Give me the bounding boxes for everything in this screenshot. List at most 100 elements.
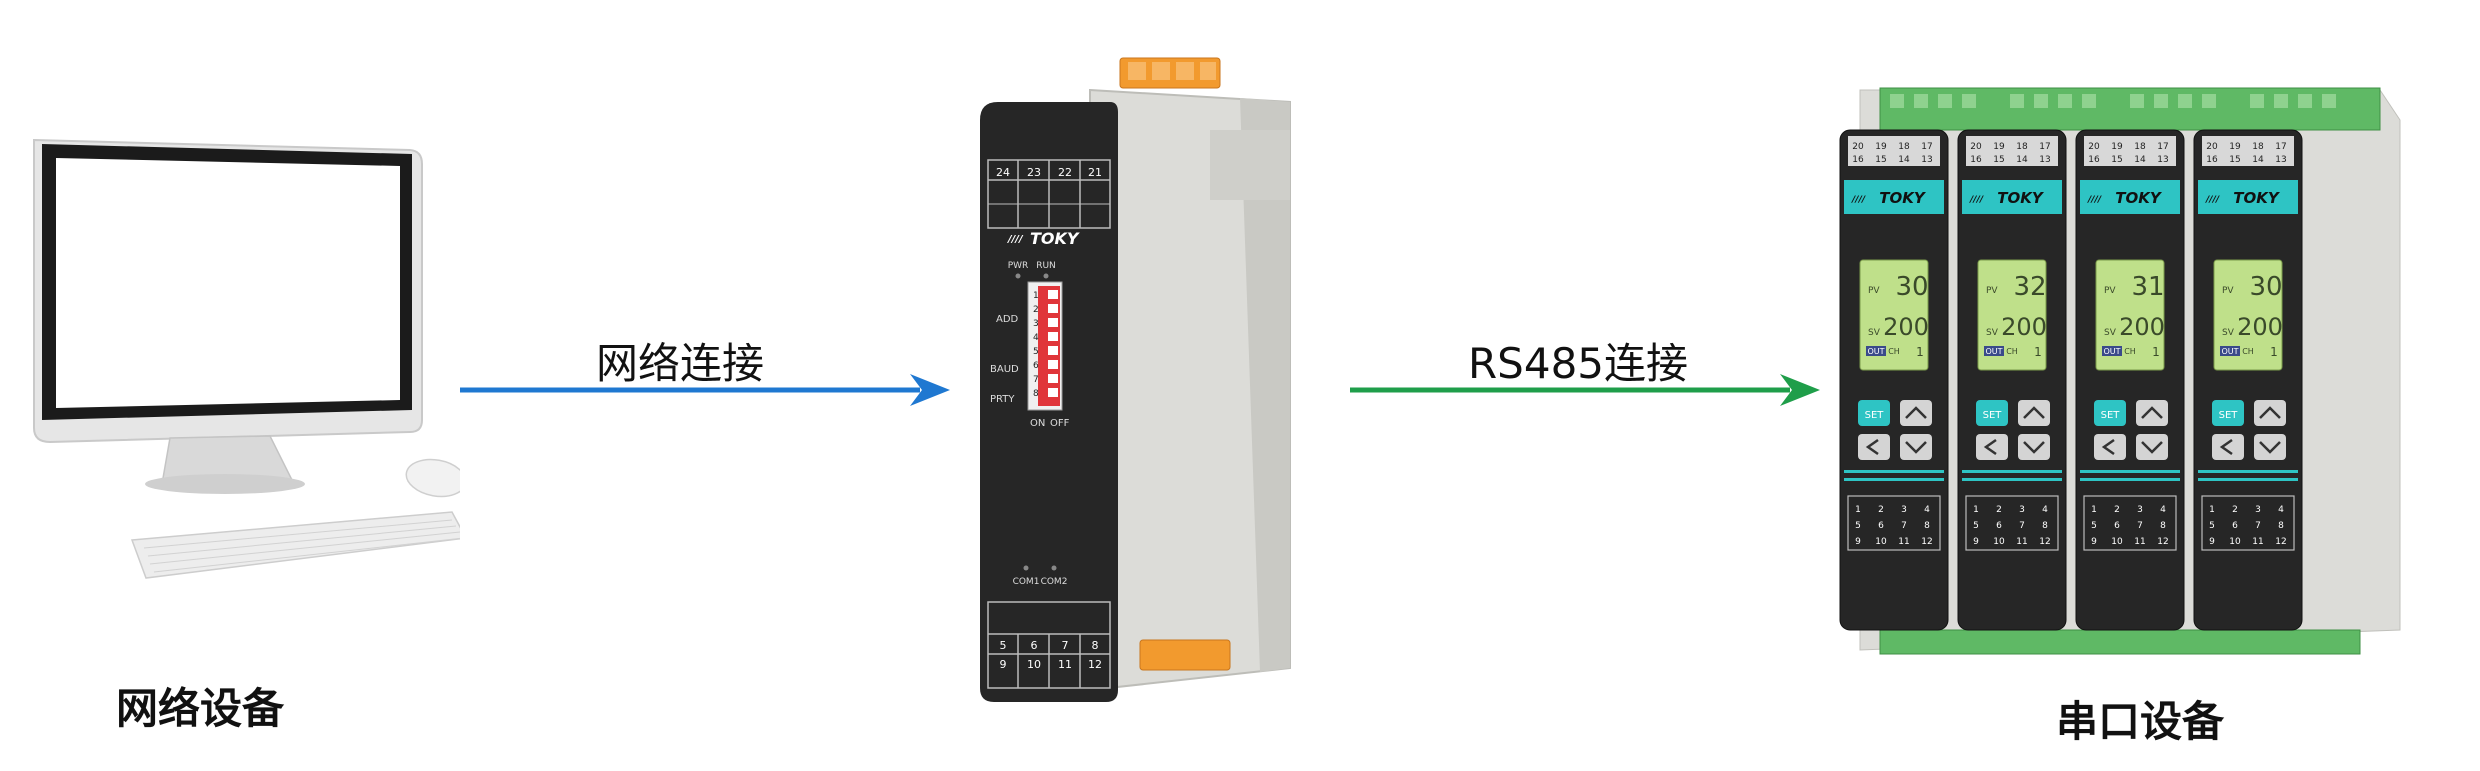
top-terminal-block bbox=[1119, 57, 1221, 89]
mouse bbox=[405, 458, 460, 498]
label-text: 2 bbox=[2114, 505, 2120, 515]
rs485-link-label: RS485连接 bbox=[1468, 339, 1689, 388]
set-button[interactable]: SET bbox=[2212, 400, 2244, 426]
dip-label-prty: PRTY bbox=[990, 394, 1015, 405]
label-text: 30 bbox=[2249, 272, 2282, 302]
set-button[interactable]: SET bbox=[1858, 400, 1890, 426]
label-text: 1 bbox=[2091, 505, 2097, 515]
label-text: SET bbox=[1865, 410, 1885, 421]
label-text: 3 bbox=[1901, 505, 1907, 515]
label-text: 3 bbox=[2137, 505, 2143, 515]
left-arrow-icon[interactable] bbox=[1976, 434, 2008, 460]
up-arrow-icon[interactable] bbox=[2018, 400, 2050, 426]
label-text: 7 bbox=[1901, 521, 1907, 531]
label-text: CH bbox=[2242, 347, 2254, 356]
svg-text:1: 1 bbox=[1033, 291, 1039, 301]
label-text: OUT bbox=[2103, 347, 2120, 356]
label-text: 13 bbox=[2275, 155, 2286, 165]
label-text: 1 bbox=[2034, 345, 2042, 359]
label-text: 20 bbox=[2206, 142, 2218, 152]
com2-led bbox=[1051, 565, 1057, 571]
up-arrow-icon[interactable] bbox=[1900, 400, 1932, 426]
label-text: 1 bbox=[2152, 345, 2160, 359]
label-text: 9 bbox=[1855, 537, 1861, 547]
label-text: SV bbox=[1986, 328, 1999, 338]
terminal-label: 21 bbox=[1088, 166, 1102, 179]
label-text: 1 bbox=[1916, 345, 1924, 359]
dip-switch[interactable]: 1 2 3 4 5 6 7 8 bbox=[1027, 281, 1063, 411]
terminal-label: 24 bbox=[996, 166, 1010, 179]
label-text: 19 bbox=[1993, 142, 2005, 152]
label-text: 5 bbox=[2091, 521, 2097, 531]
label-text: 200 bbox=[2001, 313, 2047, 341]
rs485-arrow bbox=[1350, 374, 1820, 406]
down-arrow-icon[interactable] bbox=[1900, 434, 1932, 460]
down-arrow-icon[interactable] bbox=[2136, 434, 2168, 460]
svg-text:8: 8 bbox=[1092, 639, 1099, 652]
svg-text:7: 7 bbox=[1033, 375, 1039, 385]
terminal-label: 22 bbox=[1058, 166, 1072, 179]
label-text: 6 bbox=[2114, 521, 2120, 531]
brand-band bbox=[1962, 180, 2062, 214]
label-text: 17 bbox=[2275, 142, 2286, 152]
label-text: 9 bbox=[2091, 537, 2097, 547]
label-text: 15 bbox=[1993, 155, 2004, 165]
label-text: 11 bbox=[2016, 537, 2027, 547]
label-text: 16 bbox=[2088, 155, 2100, 165]
set-button[interactable]: SET bbox=[2094, 400, 2126, 426]
brand-band bbox=[1844, 180, 1944, 214]
left-arrow-icon[interactable] bbox=[2212, 434, 2244, 460]
label-text: 7 bbox=[2255, 521, 2261, 531]
brand-text: TOKY bbox=[2115, 189, 2163, 207]
label-text: 8 bbox=[1924, 521, 1930, 531]
toky-logo: //// TOKY bbox=[1007, 229, 1080, 248]
label-text: 17 bbox=[2157, 142, 2168, 152]
label-text: 8 bbox=[2042, 521, 2048, 531]
label-text: 3 bbox=[2255, 505, 2261, 515]
label-text: 1 bbox=[1855, 505, 1861, 515]
label-text: 2 bbox=[1996, 505, 2002, 515]
left-arrow-icon[interactable] bbox=[1858, 434, 1890, 460]
label-text: 12 bbox=[2157, 537, 2168, 547]
label-text: 12 bbox=[2039, 537, 2050, 547]
svg-text:4: 4 bbox=[1033, 333, 1039, 343]
label-text: CH bbox=[1888, 347, 1900, 356]
label-text: 8 bbox=[2278, 521, 2284, 531]
label-text: 18 bbox=[1898, 142, 1910, 152]
label-text: 10 bbox=[1875, 537, 1887, 547]
up-arrow-icon[interactable] bbox=[2136, 400, 2168, 426]
label-text: 9 bbox=[1973, 537, 1979, 547]
label-text: 13 bbox=[1921, 155, 1932, 165]
led-label-pwr: PWR bbox=[1008, 261, 1029, 271]
up-arrow-icon[interactable] bbox=[2254, 400, 2286, 426]
left-arrow-icon[interactable] bbox=[2094, 434, 2126, 460]
label-text: PV bbox=[2104, 286, 2116, 296]
down-arrow-icon[interactable] bbox=[2254, 434, 2286, 460]
gateway-top-terminals: 24 23 22 21 bbox=[987, 159, 1111, 229]
label-text: CH bbox=[2006, 347, 2018, 356]
led-label-run: RUN bbox=[1036, 261, 1056, 271]
label-text: 10 bbox=[1993, 537, 2005, 547]
brand-text: TOKY bbox=[1997, 189, 2045, 207]
label-text: 14 bbox=[2252, 155, 2264, 165]
label-text: OUT bbox=[1867, 347, 1884, 356]
label-text: 16 bbox=[1970, 155, 1982, 165]
set-button[interactable]: SET bbox=[1976, 400, 2008, 426]
svg-text:8: 8 bbox=[1033, 389, 1039, 399]
label-text: 18 bbox=[2134, 142, 2146, 152]
svg-text:9: 9 bbox=[1000, 658, 1007, 671]
down-arrow-icon[interactable] bbox=[2018, 434, 2050, 460]
label-text: 200 bbox=[2119, 313, 2165, 341]
label-text: 11 bbox=[1898, 537, 1909, 547]
label-text: 16 bbox=[2206, 155, 2218, 165]
brand-text: TOKY bbox=[1030, 229, 1080, 248]
label-text: 1 bbox=[1973, 505, 1979, 515]
pwr-led bbox=[1015, 273, 1021, 279]
dip-label-on: ON bbox=[1030, 418, 1045, 429]
